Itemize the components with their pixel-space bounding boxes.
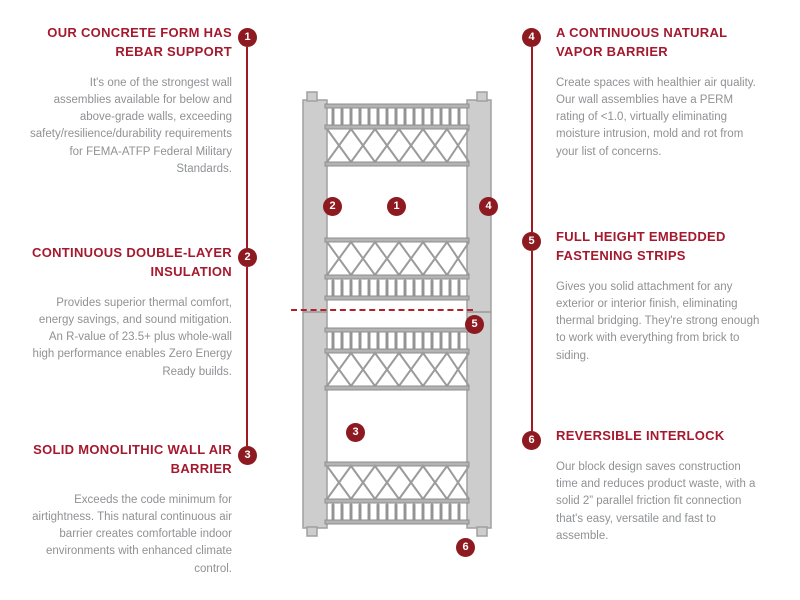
feature-title: REVERSIBLE INTERLOCK (556, 428, 725, 443)
diagram-marker-1: 1 (387, 197, 406, 216)
connector-line (531, 47, 533, 232)
interlock-tongue (306, 526, 318, 537)
feature-rebar-support: OUR CONCRETE FORM HAS REBAR SUPPORT It's… (30, 24, 232, 178)
feature-number-badge-6: 6 (522, 431, 541, 450)
icf-block-lower (323, 326, 471, 526)
feature-number-badge-2: 2 (238, 248, 257, 267)
feature-body: Provides superior thermal comfort, energ… (32, 296, 232, 378)
feature-reversible-interlock: REVERSIBLE INTERLOCK Our block design sa… (556, 427, 762, 545)
icf-block-diagram (297, 88, 497, 540)
interlock-tongue (306, 91, 318, 102)
feature-title: SOLID MONOLITHIC WALL AIR BARRIER (33, 442, 232, 476)
feature-number-badge-4: 4 (522, 28, 541, 47)
feature-body: Gives you solid attachment for any exter… (556, 280, 760, 362)
feature-title: A CONTINUOUS NATURAL VAPOR BARRIER (556, 25, 728, 59)
feature-number-badge-3: 3 (238, 446, 257, 465)
diagram-marker-3: 3 (346, 423, 365, 442)
connector-line (531, 251, 533, 431)
diagram-marker-6: 6 (456, 538, 475, 557)
feature-body: Our block design saves construction time… (556, 460, 756, 542)
feature-wall-air-barrier: SOLID MONOLITHIC WALL AIR BARRIER Exceed… (30, 441, 232, 578)
diagram-marker-2: 2 (323, 197, 342, 216)
interlock-tongue (476, 91, 488, 102)
icf-block-drawing (302, 91, 492, 537)
feature-double-layer-insulation: CONTINUOUS DOUBLE-LAYER INSULATION Provi… (30, 244, 232, 381)
foam-panel-left (302, 99, 328, 529)
interlock-tongue (476, 526, 488, 537)
feature-title: OUR CONCRETE FORM HAS REBAR SUPPORT (47, 25, 232, 59)
feature-body: Exceeds the code minimum for airtightnes… (32, 493, 232, 575)
foam-panel-right (466, 99, 492, 529)
feature-number-badge-5: 5 (522, 232, 541, 251)
feature-title: CONTINUOUS DOUBLE-LAYER INSULATION (32, 245, 232, 279)
course-divider-dashed-line (291, 309, 473, 311)
feature-body: Create spaces with healthier air quality… (556, 76, 756, 158)
feature-number-badge-1: 1 (238, 28, 257, 47)
feature-fastening-strips: FULL HEIGHT EMBEDDED FASTENING STRIPS Gi… (556, 228, 762, 365)
feature-vapor-barrier: A CONTINUOUS NATURAL VAPOR BARRIER Creat… (556, 24, 762, 161)
feature-body: It's one of the strongest wall assemblie… (30, 76, 232, 175)
feature-title: FULL HEIGHT EMBEDDED FASTENING STRIPS (556, 229, 726, 263)
diagram-marker-5: 5 (465, 315, 484, 334)
diagram-marker-4: 4 (479, 197, 498, 216)
connector-line (246, 267, 248, 446)
connector-line (246, 47, 248, 248)
